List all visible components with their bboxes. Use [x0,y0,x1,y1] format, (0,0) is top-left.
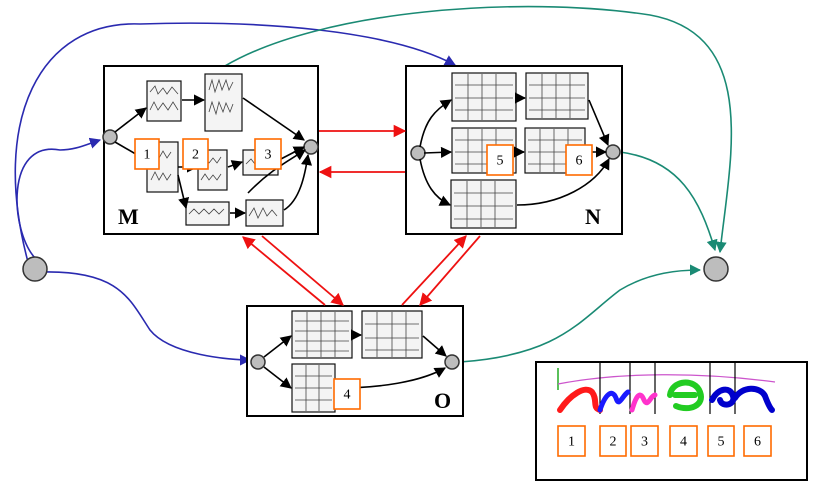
red-arrow-m-to-o [261,235,344,306]
svg-text:5: 5 [497,154,504,169]
inset-cell-5: 5 [707,425,735,457]
ink-stroke-darkblue [709,385,775,413]
box-n-exit-node [605,144,621,160]
inset-cell-4: 4 [669,425,698,457]
svg-text:5: 5 [718,435,725,450]
outer-connections [14,5,733,366]
number-box-4: 4 [333,378,361,410]
red-arrow-o-to-n [401,235,467,306]
blue-arrow-start-to-n [14,22,456,263]
box-m-exit-node [303,139,319,155]
box-o-exit-node [444,354,460,370]
svg-text:4: 4 [344,388,351,403]
ink-stroke-magenta [629,392,658,413]
svg-text:2: 2 [610,435,617,450]
end-node [703,256,729,282]
ink-stroke-blue [597,389,631,413]
blue-arrow-start-to-m [16,137,102,259]
box-o-label: O [434,388,451,413]
red-arrow-o-to-m [242,236,326,306]
inset-guide-lines [557,362,776,414]
box-n-internal-arrows [419,92,610,206]
inset-cell-2: 2 [599,425,627,457]
teal-arrow-o-to-end [459,264,702,363]
svg-text:1: 1 [144,148,151,163]
number-box-2: 2 [182,138,209,170]
number-boxes: 1 2 3 4 5 6 [134,138,593,410]
start-node [22,256,48,282]
svg-text:6: 6 [754,435,761,450]
svg-text:3: 3 [641,435,648,450]
inset-cell-3: 3 [630,425,659,457]
ink-stroke-red [557,386,603,413]
box-m-label: M [118,204,139,229]
box-n-label: N [585,204,601,229]
inset-cells: 1 2 3 4 5 6 [557,425,772,457]
red-arrow-n-to-o [419,235,481,306]
teal-arrow-m-to-end [224,5,733,254]
inset-cell-6: 6 [743,425,772,457]
number-box-3: 3 [254,138,282,170]
number-box-5: 5 [486,144,514,176]
svg-text:2: 2 [192,148,199,163]
svg-text:6: 6 [576,154,583,169]
inset-cell-1: 1 [557,425,586,457]
svg-text:1: 1 [568,435,575,450]
number-box-6: 6 [565,144,593,176]
box-o-thumbnails [291,310,423,413]
number-box-1: 1 [134,138,160,170]
teal-arrow-n-to-end [619,151,718,252]
box-n-entry-node [410,145,426,161]
inset-panel: 1 2 3 4 5 6 [535,361,808,481]
box-m-entry-node [102,129,118,145]
ink-stroke-green [667,379,704,412]
svg-text:4: 4 [680,435,687,450]
box-o-entry-node [250,354,266,370]
blue-arrow-start-to-o [41,271,252,366]
svg-text:3: 3 [265,148,272,163]
inset-handwriting [557,379,775,413]
red-connections [242,124,481,306]
